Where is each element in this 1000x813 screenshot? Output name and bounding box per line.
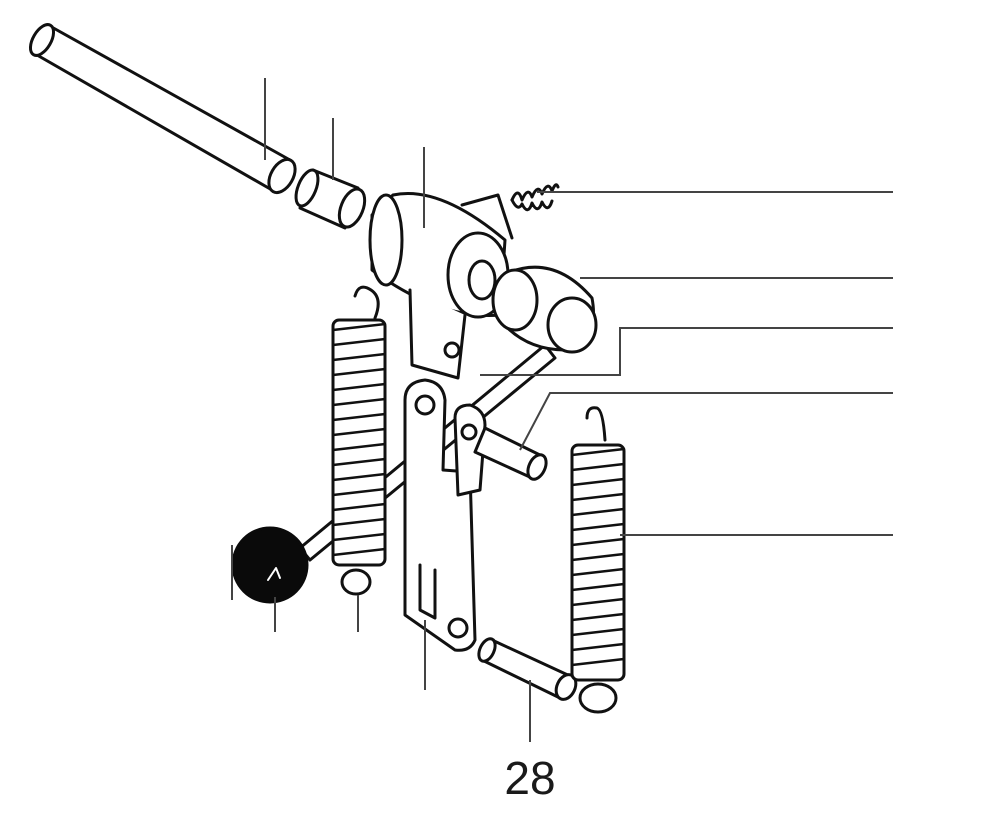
right-spring	[570, 406, 626, 714]
knob-ball	[231, 526, 309, 604]
sleeve	[294, 168, 367, 230]
rod-cap	[491, 265, 598, 354]
upper-pin	[473, 426, 548, 481]
selector-plate	[403, 378, 487, 652]
small-spring	[510, 183, 560, 212]
part-number-28: 28	[504, 752, 555, 804]
leader-lines	[231, 78, 893, 742]
cylinder-bracket	[368, 191, 514, 380]
leader-upper-pin	[519, 392, 893, 451]
leader-lever-rod	[480, 327, 893, 376]
lower-pin	[477, 637, 578, 701]
left-spring	[331, 285, 387, 596]
long-shaft	[28, 23, 297, 195]
